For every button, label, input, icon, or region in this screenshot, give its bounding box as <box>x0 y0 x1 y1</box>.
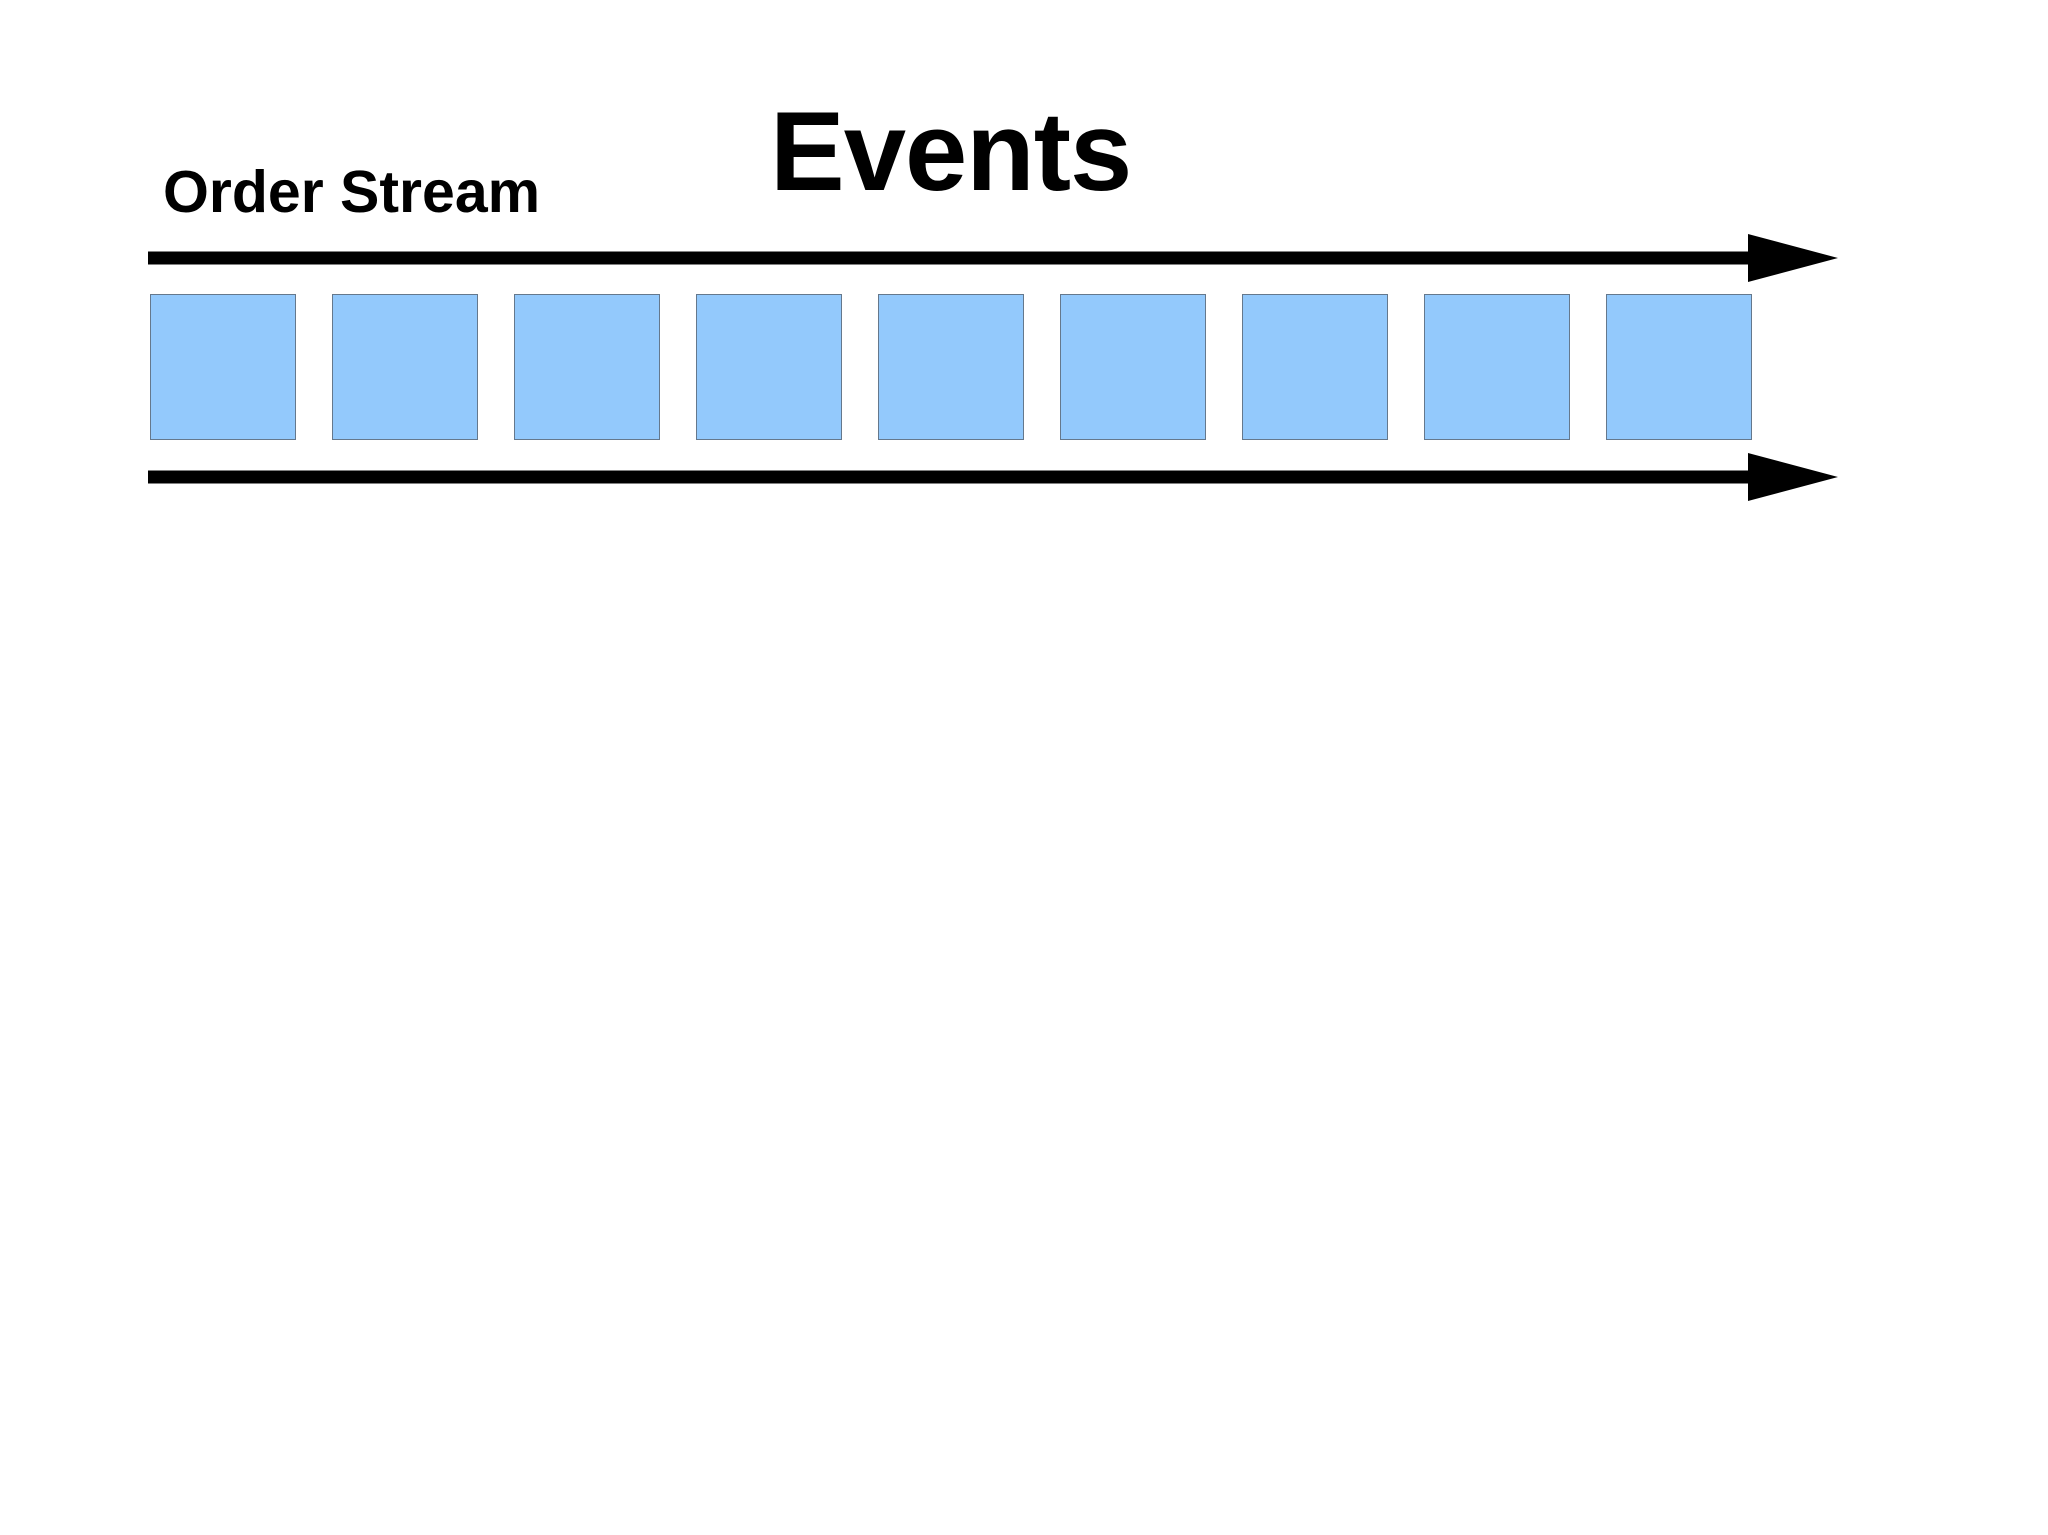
order-stream-label: Order Stream <box>163 159 541 225</box>
event-block[interactable] <box>1606 294 1752 440</box>
event-block[interactable] <box>878 294 1024 440</box>
event-block[interactable] <box>1424 294 1570 440</box>
event-blocks-row <box>150 294 1752 440</box>
event-block[interactable] <box>150 294 296 440</box>
event-block[interactable] <box>1060 294 1206 440</box>
event-block[interactable] <box>332 294 478 440</box>
time-axis-arrow-bottom-icon <box>148 453 1838 501</box>
event-block[interactable] <box>696 294 842 440</box>
event-block[interactable] <box>514 294 660 440</box>
time-axis-arrow-top-icon <box>148 234 1838 282</box>
page-title: Events <box>770 89 1132 214</box>
event-block[interactable] <box>1242 294 1388 440</box>
